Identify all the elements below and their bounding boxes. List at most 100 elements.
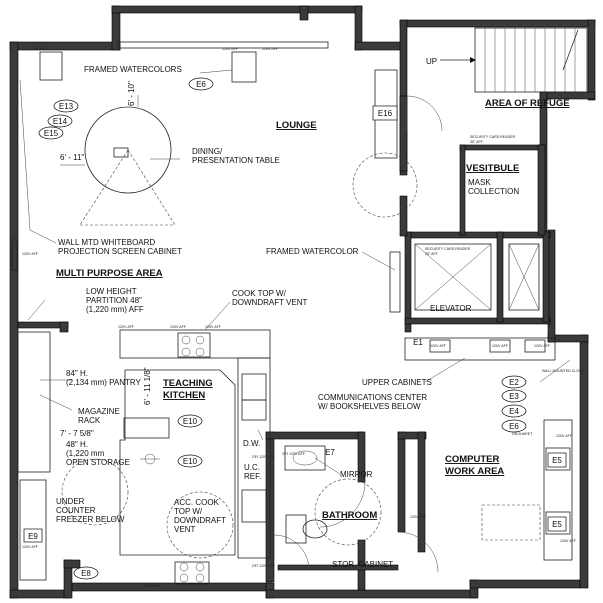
tag-e8: E8 xyxy=(81,569,91,578)
low-height-note-3: (1,220 mm) AFF xyxy=(86,305,144,314)
outlet-note: 120V AFF xyxy=(430,344,447,348)
tag-e1: E1 xyxy=(413,338,423,347)
card-reader-note-3: SECURITY CARD READER xyxy=(425,247,471,251)
bathroom-label: BATHROOM xyxy=(322,510,377,521)
pantry-note-1: 84" H. xyxy=(66,369,88,378)
open-storage-note-3: OPEN STORAGE xyxy=(66,458,130,467)
kitchen xyxy=(17,329,271,585)
tag-e7: E7 xyxy=(325,448,335,457)
dining-table xyxy=(60,95,176,226)
dim-6-11: 6' - 11" xyxy=(60,153,84,162)
tag-e16: E16 xyxy=(378,109,393,118)
low-height-note-1: LOW HEIGHT xyxy=(86,287,137,296)
leader-lines xyxy=(19,69,571,475)
outlet-note: 120V AFF xyxy=(145,584,162,588)
outlet-note: GFI 120V AFF xyxy=(252,455,276,459)
text-labels: FRAMED WATERCOLORS UP AREA OF REFUGE LOU… xyxy=(56,57,585,569)
card-reader-note-1: SECURITY CARD READER xyxy=(470,135,516,139)
tag-e10-lower: E10 xyxy=(183,457,198,466)
acc-cooktop-note-3: DOWNDRAFT xyxy=(174,516,226,525)
computer-work-label-2: WORK AREA xyxy=(445,466,504,477)
turning-circles xyxy=(61,152,418,559)
uc-ref-note-2: REF. xyxy=(244,472,261,481)
multi-purpose-label: MULTI PURPOSE AREA xyxy=(56,268,163,279)
magazine-note-2: RACK xyxy=(78,416,101,425)
elevator xyxy=(414,243,540,311)
framed-watercolors-note: FRAMED WATERCOLORS xyxy=(84,65,182,74)
outlet-note: 120V AFF xyxy=(262,47,279,51)
groharet-note: GROHARET xyxy=(512,432,533,436)
tag-e4: E4 xyxy=(509,407,519,416)
outlet-note: 120V AFF xyxy=(22,252,39,256)
equipment-tags: E6 E13 E14 E15 E16 E10 E10 E9 E8 E7 E1 E… xyxy=(23,77,567,580)
comm-center-note-2: W/ BOOKSHELVES BELOW xyxy=(318,402,421,411)
teaching-kitchen-label-2: KITCHEN xyxy=(163,390,205,401)
mask-note-1: MASK xyxy=(468,178,491,187)
outlet-note: GFI 120V AFF xyxy=(282,452,306,456)
magazine-note-1: MAGAZINE xyxy=(78,407,120,416)
outlet-notes: 120V AFF 120V AFF 120V AFF 120V AFF 120V… xyxy=(22,47,577,588)
elevator-label: ELEVATOR xyxy=(430,304,472,313)
pantry-note-2: (2,134 mm) PANTRY xyxy=(66,378,141,387)
card-reader-note-4: 35" AFF xyxy=(425,252,439,256)
outlet-note: 120V AFF xyxy=(170,325,187,329)
dim-6-11-18: 6' - 11 1/8" xyxy=(143,367,152,405)
uc-ref-note-1: U.C. xyxy=(244,463,260,472)
upper-cabinets-note: UPPER CABINETS xyxy=(362,378,432,387)
acc-cooktop-note-4: VENT xyxy=(174,525,195,534)
freezer-note-1: UNDER xyxy=(56,497,85,506)
tag-e10-upper: E10 xyxy=(183,417,198,426)
door-swings xyxy=(273,95,443,573)
outlet-note: 120V AFF xyxy=(118,325,135,329)
computer-area xyxy=(404,337,573,561)
tag-e5-upper: E5 xyxy=(552,456,562,465)
tag-e3: E3 xyxy=(509,392,519,401)
tag-e6-lounge: E6 xyxy=(196,80,206,89)
tag-e6-computer: E6 xyxy=(509,422,519,431)
area-of-refuge-label: AREA OF REFUGE xyxy=(485,98,570,109)
whiteboard-note-1: WALL MTD WHITEBOARD xyxy=(58,238,155,247)
acc-cooktop-note-1: ACC. COOK xyxy=(174,498,220,507)
dim-6-10: 6' - 10" xyxy=(127,81,136,106)
tag-e2: E2 xyxy=(509,378,519,387)
freezer-note-3: FREEZER BELOW xyxy=(56,515,125,524)
bathroom-fixtures xyxy=(284,445,328,544)
cooktop-note-1: COOK TOP W/ xyxy=(232,289,287,298)
tag-e9: E9 xyxy=(28,532,38,541)
lounge-label: LOUNGE xyxy=(276,120,317,131)
tag-e5-lower: E5 xyxy=(552,520,562,529)
stairs xyxy=(440,27,588,93)
up-note: UP xyxy=(426,57,437,66)
low-height-note-2: PARTITION 48" xyxy=(86,296,142,305)
mirror-note: MIRROR xyxy=(340,470,373,479)
outlet-note: 120V AFF xyxy=(30,47,47,51)
outlet-note: 120V AFF xyxy=(205,325,222,329)
card-reader-note-2: 35" AFF xyxy=(470,140,484,144)
tag-e13: E13 xyxy=(59,102,74,111)
framed-watercolor-note: FRAMED WATERCOLOR xyxy=(266,247,359,256)
mask-note-2: COLLECTION xyxy=(468,187,519,196)
whiteboard-note-2: PROJECTION SCREEN CABINET xyxy=(58,247,182,256)
dining-note-2: PRESENTATION TABLE xyxy=(192,156,280,165)
outlet-note: 120V AFF xyxy=(492,344,509,348)
cooktop-note-2: DOWNDRAFT VENT xyxy=(232,298,308,307)
wall-clock-note: WALL MOUNTED CLOCK xyxy=(542,369,585,373)
open-storage-note-1: 48" H. xyxy=(66,440,88,449)
outlet-note: 120V AFF xyxy=(22,545,39,549)
outlet-note: 120V AFF xyxy=(410,515,427,519)
outlet-note: GFI 120V AFF xyxy=(252,564,276,568)
comm-center-note-1: COMMUNICATIONS CENTER xyxy=(318,393,427,402)
freezer-note-2: COUNTER xyxy=(56,506,96,515)
vestibule-label: VESITBULE xyxy=(466,163,519,174)
tag-e15: E15 xyxy=(44,129,59,138)
open-storage-note-2: (1,220 mm xyxy=(66,449,105,458)
tag-e14: E14 xyxy=(53,117,68,126)
teaching-kitchen-label-1: TEACHING xyxy=(163,378,213,389)
stor-cabinet-note: STOR. CABINET xyxy=(332,560,393,569)
computer-work-label-1: COMPUTER xyxy=(445,454,500,465)
dining-note-1: DINING/ xyxy=(192,147,223,156)
dw-note: D.W. xyxy=(243,439,260,448)
outlet-note: 120V AFF xyxy=(560,539,577,543)
outlet-note: 120V AFF xyxy=(534,344,551,348)
